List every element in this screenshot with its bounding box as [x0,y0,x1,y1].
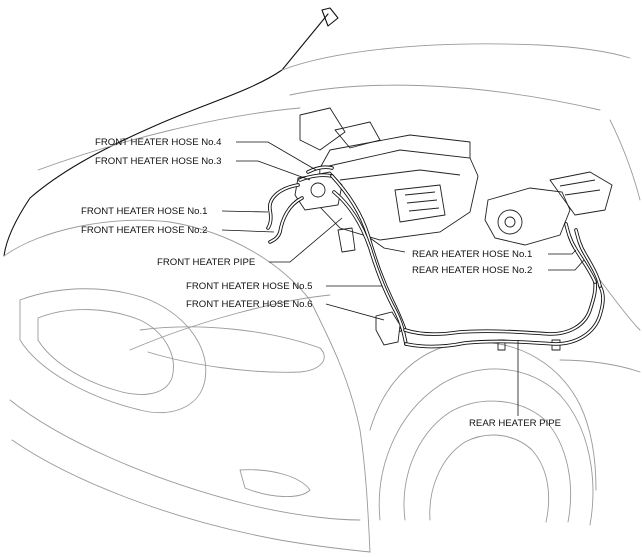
front-heater-hose-no4-inner [307,166,333,173]
rear-blower-ring [497,209,523,235]
cowl-bracket-2 [334,121,381,149]
leader-lines [221,141,585,416]
labels: FRONT HEATER HOSE No.4 FRONT HEATER HOSE… [81,137,561,429]
rear-heater-pipe-inner-2 [405,285,604,348]
front-heater-hose-no1-inner [267,184,299,229]
leader-hose-no1 [221,210,269,213]
heater-pipes [266,165,605,349]
leader-hose-no6 [325,303,385,321]
rear-duct-detail [559,179,601,196]
heater-unit-detail-1 [339,169,461,181]
heater-unit-detail-2 [394,184,446,223]
bracket-small-1 [337,227,356,253]
rear-heater-pipe-shape [403,280,598,336]
leader-rear-hose-no2 [548,259,585,271]
fog-lamp [239,469,311,498]
front-heater-hose-no2-inner [269,197,303,243]
grille-outer [19,288,207,414]
headlamp [139,326,325,373]
bumper-bottom [11,439,371,553]
clamp-1 [551,339,561,351]
rear-duct [549,171,613,216]
side-line-1 [559,359,641,373]
rear-heater-hose-no1-inner [565,223,596,283]
label-front-heater-pipe: FRONT HEATER PIPE [157,257,255,268]
bumper-upper [3,219,311,301]
leader-hose-no3 [236,160,311,181]
fender-line [609,119,641,201]
rear-heater-pipe-shape-2 [404,284,605,349]
heater-unit-top [319,134,471,169]
rear-heater-unit [484,187,571,246]
mirror-fin [321,7,339,27]
front-heater-hose-no3-inner [299,174,333,181]
label-front-heater-hose-no5: FRONT HEATER HOSE No.5 [186,281,313,292]
rear-heater-pipe-inner [404,281,597,335]
engine-bay-components [294,107,613,351]
label-front-heater-hose-no3: FRONT HEATER HOSE No.3 [95,156,222,167]
label-front-heater-hose-no6: FRONT HEATER HOSE No.6 [186,299,313,310]
tire-rim [429,434,550,523]
side-line-2 [599,279,641,331]
rear-blower-hub [504,216,516,228]
heater-unit-detail-3 [404,191,440,212]
leader-hose-no2 [221,229,275,233]
leader-front-pipe [269,217,343,263]
label-rear-heater-hose-no1: REAR HEATER HOSE No.1 [412,249,532,260]
hood-front-edge [37,107,301,171]
front-connector-block [294,171,343,211]
cowl-bracket [299,107,346,151]
tire-inner [403,400,572,523]
rear-heater-hose-no2-inner [575,229,601,287]
heater-unit [317,149,479,241]
leader-rear-hose-no1 [548,249,577,255]
front-heater-hose-no2-shape [268,196,304,244]
leader-hose-no4 [236,141,317,171]
hood-release-line [129,294,331,351]
connector-ring [310,182,326,198]
label-front-heater-hose-no1: FRONT HEATER HOSE No.1 [81,206,208,217]
body-silhouette [3,13,329,257]
label-rear-heater-pipe: REAR HEATER PIPE [469,418,561,429]
car-body-outline [3,7,641,553]
cowl-line [281,43,631,71]
wheel-arch [369,341,597,491]
front-heater-pipe-inner-2 [333,191,407,345]
label-front-heater-hose-no2: FRONT HEATER HOSE No.2 [81,225,208,236]
hood-crease [289,84,601,111]
label-front-heater-hose-no4: FRONT HEATER HOSE No.4 [95,137,222,148]
lower-bracket [375,311,401,346]
fender-front [309,299,371,553]
tire-outer [378,368,594,526]
grille-inner [37,309,174,395]
bumper-lower [9,399,361,521]
leader-front-pipe-to-rear [369,237,406,253]
label-rear-heater-hose-no2: REAR HEATER HOSE No.2 [412,265,532,276]
